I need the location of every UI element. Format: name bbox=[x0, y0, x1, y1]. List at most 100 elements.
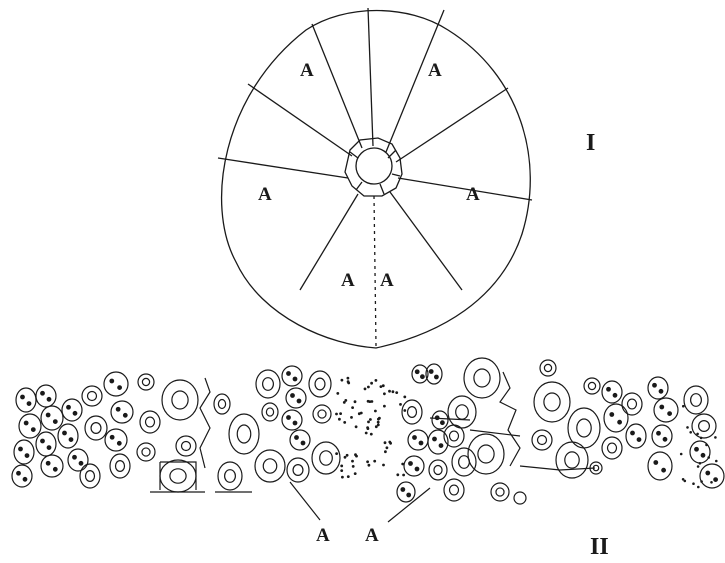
granule-dot bbox=[339, 412, 342, 415]
cell bbox=[41, 406, 63, 430]
cell bbox=[256, 370, 280, 398]
cell-nucleus bbox=[450, 431, 459, 441]
cell bbox=[85, 416, 107, 440]
granule-dot bbox=[367, 386, 370, 389]
granule-dot bbox=[344, 456, 347, 459]
granule-dot bbox=[401, 463, 404, 466]
cell-nucleus bbox=[237, 425, 251, 443]
granule-dot bbox=[682, 405, 685, 408]
cell bbox=[12, 465, 32, 487]
cell-nucleus-dot bbox=[413, 436, 417, 440]
cell-nucleus bbox=[88, 392, 97, 401]
cell-nucleus-dot bbox=[27, 402, 31, 406]
cell-nucleus-dot bbox=[660, 405, 664, 409]
cell-nucleus bbox=[628, 399, 637, 409]
cell-nucleus-dot bbox=[409, 462, 413, 466]
cell-nucleus-dot bbox=[668, 412, 672, 416]
granule-dot bbox=[335, 452, 338, 455]
cell bbox=[58, 424, 78, 448]
granule-dot bbox=[378, 417, 381, 420]
cell bbox=[111, 401, 133, 423]
granule-dot bbox=[386, 446, 389, 449]
cell bbox=[313, 405, 331, 423]
cell bbox=[429, 460, 447, 480]
granule-dot bbox=[365, 432, 368, 435]
granule-dot bbox=[336, 392, 339, 395]
cell-nucleus bbox=[263, 378, 274, 391]
granule-dot bbox=[714, 436, 717, 439]
granule-dot bbox=[689, 431, 692, 434]
cell bbox=[68, 449, 88, 471]
cell-nucleus-dot bbox=[293, 421, 297, 425]
cell-nucleus-dot bbox=[401, 488, 405, 492]
granule-dot bbox=[358, 412, 361, 415]
cell-nucleus-dot bbox=[41, 439, 45, 443]
granule-dot bbox=[383, 392, 386, 395]
cell-nucleus-dot bbox=[613, 394, 617, 398]
cell-nucleus-dot bbox=[21, 395, 25, 399]
cell-nucleus-dot bbox=[407, 493, 411, 497]
cell bbox=[452, 448, 476, 476]
cell-nucleus-dot bbox=[46, 461, 50, 465]
cell bbox=[286, 388, 306, 408]
cell bbox=[16, 388, 36, 412]
granule-dot bbox=[403, 409, 406, 412]
cell-nucleus-dot bbox=[695, 447, 699, 451]
cell-nucleus-dot bbox=[415, 370, 419, 374]
granule-dot bbox=[699, 462, 702, 465]
cell bbox=[626, 424, 646, 448]
pointer-line bbox=[290, 482, 320, 520]
central-knot bbox=[345, 138, 402, 196]
disc-outline bbox=[222, 11, 531, 349]
cell-nucleus-dot bbox=[116, 407, 120, 411]
cell-nucleus-dot bbox=[607, 387, 611, 391]
sector-label: A bbox=[428, 60, 442, 81]
cell bbox=[80, 464, 100, 488]
sector-label: A bbox=[341, 270, 355, 291]
cell-nucleus-dot bbox=[287, 372, 291, 376]
granule-dot bbox=[396, 473, 399, 476]
cell-nucleus-dot bbox=[295, 436, 299, 440]
divider-ne bbox=[386, 10, 444, 152]
cell-nucleus-dot bbox=[73, 412, 77, 416]
granule-dot bbox=[341, 379, 344, 382]
figure-two bbox=[12, 358, 724, 522]
cell bbox=[402, 400, 422, 424]
granule-dot bbox=[705, 444, 708, 447]
cell bbox=[140, 411, 160, 433]
cell-nucleus-dot bbox=[654, 461, 658, 465]
cell bbox=[648, 452, 672, 480]
cell-nucleus bbox=[544, 393, 560, 411]
cell-nucleus-dot bbox=[610, 413, 614, 417]
granule-dot bbox=[382, 384, 385, 387]
cell bbox=[214, 394, 230, 414]
cell bbox=[137, 443, 155, 461]
cell bbox=[282, 366, 302, 386]
granule-dot bbox=[370, 382, 373, 385]
cell-nucleus bbox=[318, 410, 326, 418]
cell-nucleus-dot bbox=[32, 428, 36, 432]
granule-dot bbox=[351, 460, 354, 463]
cell-nucleus bbox=[608, 443, 617, 453]
sector-label: A bbox=[380, 270, 394, 291]
cell bbox=[309, 371, 331, 397]
cell-nucleus-dot bbox=[631, 431, 635, 435]
granule-dot bbox=[384, 450, 387, 453]
cell-nucleus bbox=[315, 378, 325, 390]
granule-dot bbox=[368, 464, 371, 467]
cell-nucleus-dot bbox=[441, 421, 445, 425]
cell bbox=[602, 381, 622, 403]
cell-nucleus-dot bbox=[706, 471, 710, 475]
granule-dot bbox=[684, 480, 687, 483]
cell-nucleus-dot bbox=[79, 462, 83, 466]
cell bbox=[514, 492, 526, 504]
cell-nucleus-dot bbox=[110, 435, 114, 439]
cell bbox=[432, 411, 448, 429]
granule-dot bbox=[399, 403, 402, 406]
cell bbox=[540, 360, 556, 376]
granule-dot bbox=[364, 388, 367, 391]
cell bbox=[692, 414, 716, 438]
cell bbox=[62, 399, 82, 421]
median-dashed bbox=[374, 196, 376, 346]
cell-nucleus-dot bbox=[69, 438, 73, 442]
